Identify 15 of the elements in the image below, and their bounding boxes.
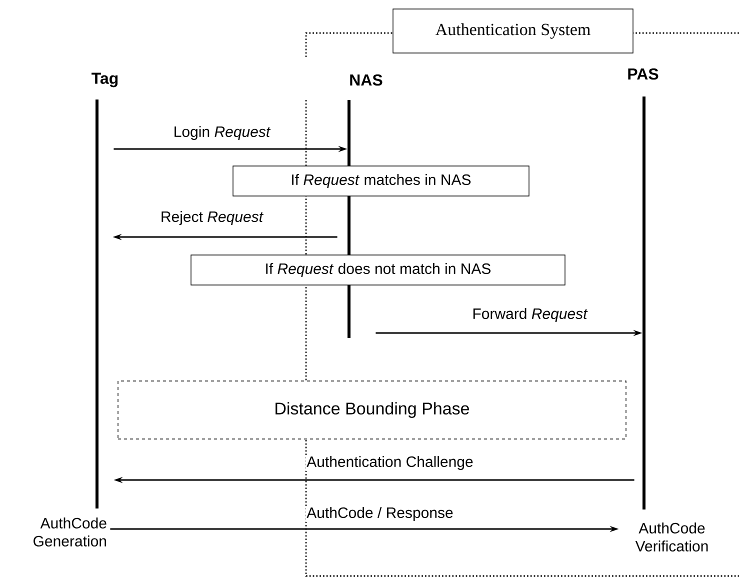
phase-box: Distance Bounding Phase xyxy=(118,380,626,440)
process-label: AuthCode Verification xyxy=(635,522,708,552)
lifeline: PAS xyxy=(628,68,658,510)
edge-label: Authentication Challenge xyxy=(306,456,473,470)
process-label: AuthCode Generation xyxy=(34,517,106,546)
lifeline: Tag xyxy=(92,72,118,508)
edge-label: Forward Request xyxy=(473,308,588,322)
edge-label: Reject Request xyxy=(162,211,264,225)
condition-box: If Request does not match in NAS xyxy=(190,254,566,286)
edge-label: Login Request xyxy=(174,126,271,140)
node-label: PAS xyxy=(628,68,658,80)
edge-label: AuthCode / Response xyxy=(306,507,453,521)
node-label: Tag xyxy=(92,72,118,88)
node-label: NAS xyxy=(350,74,382,86)
condition-box: If Request matches in NAS xyxy=(232,166,530,196)
